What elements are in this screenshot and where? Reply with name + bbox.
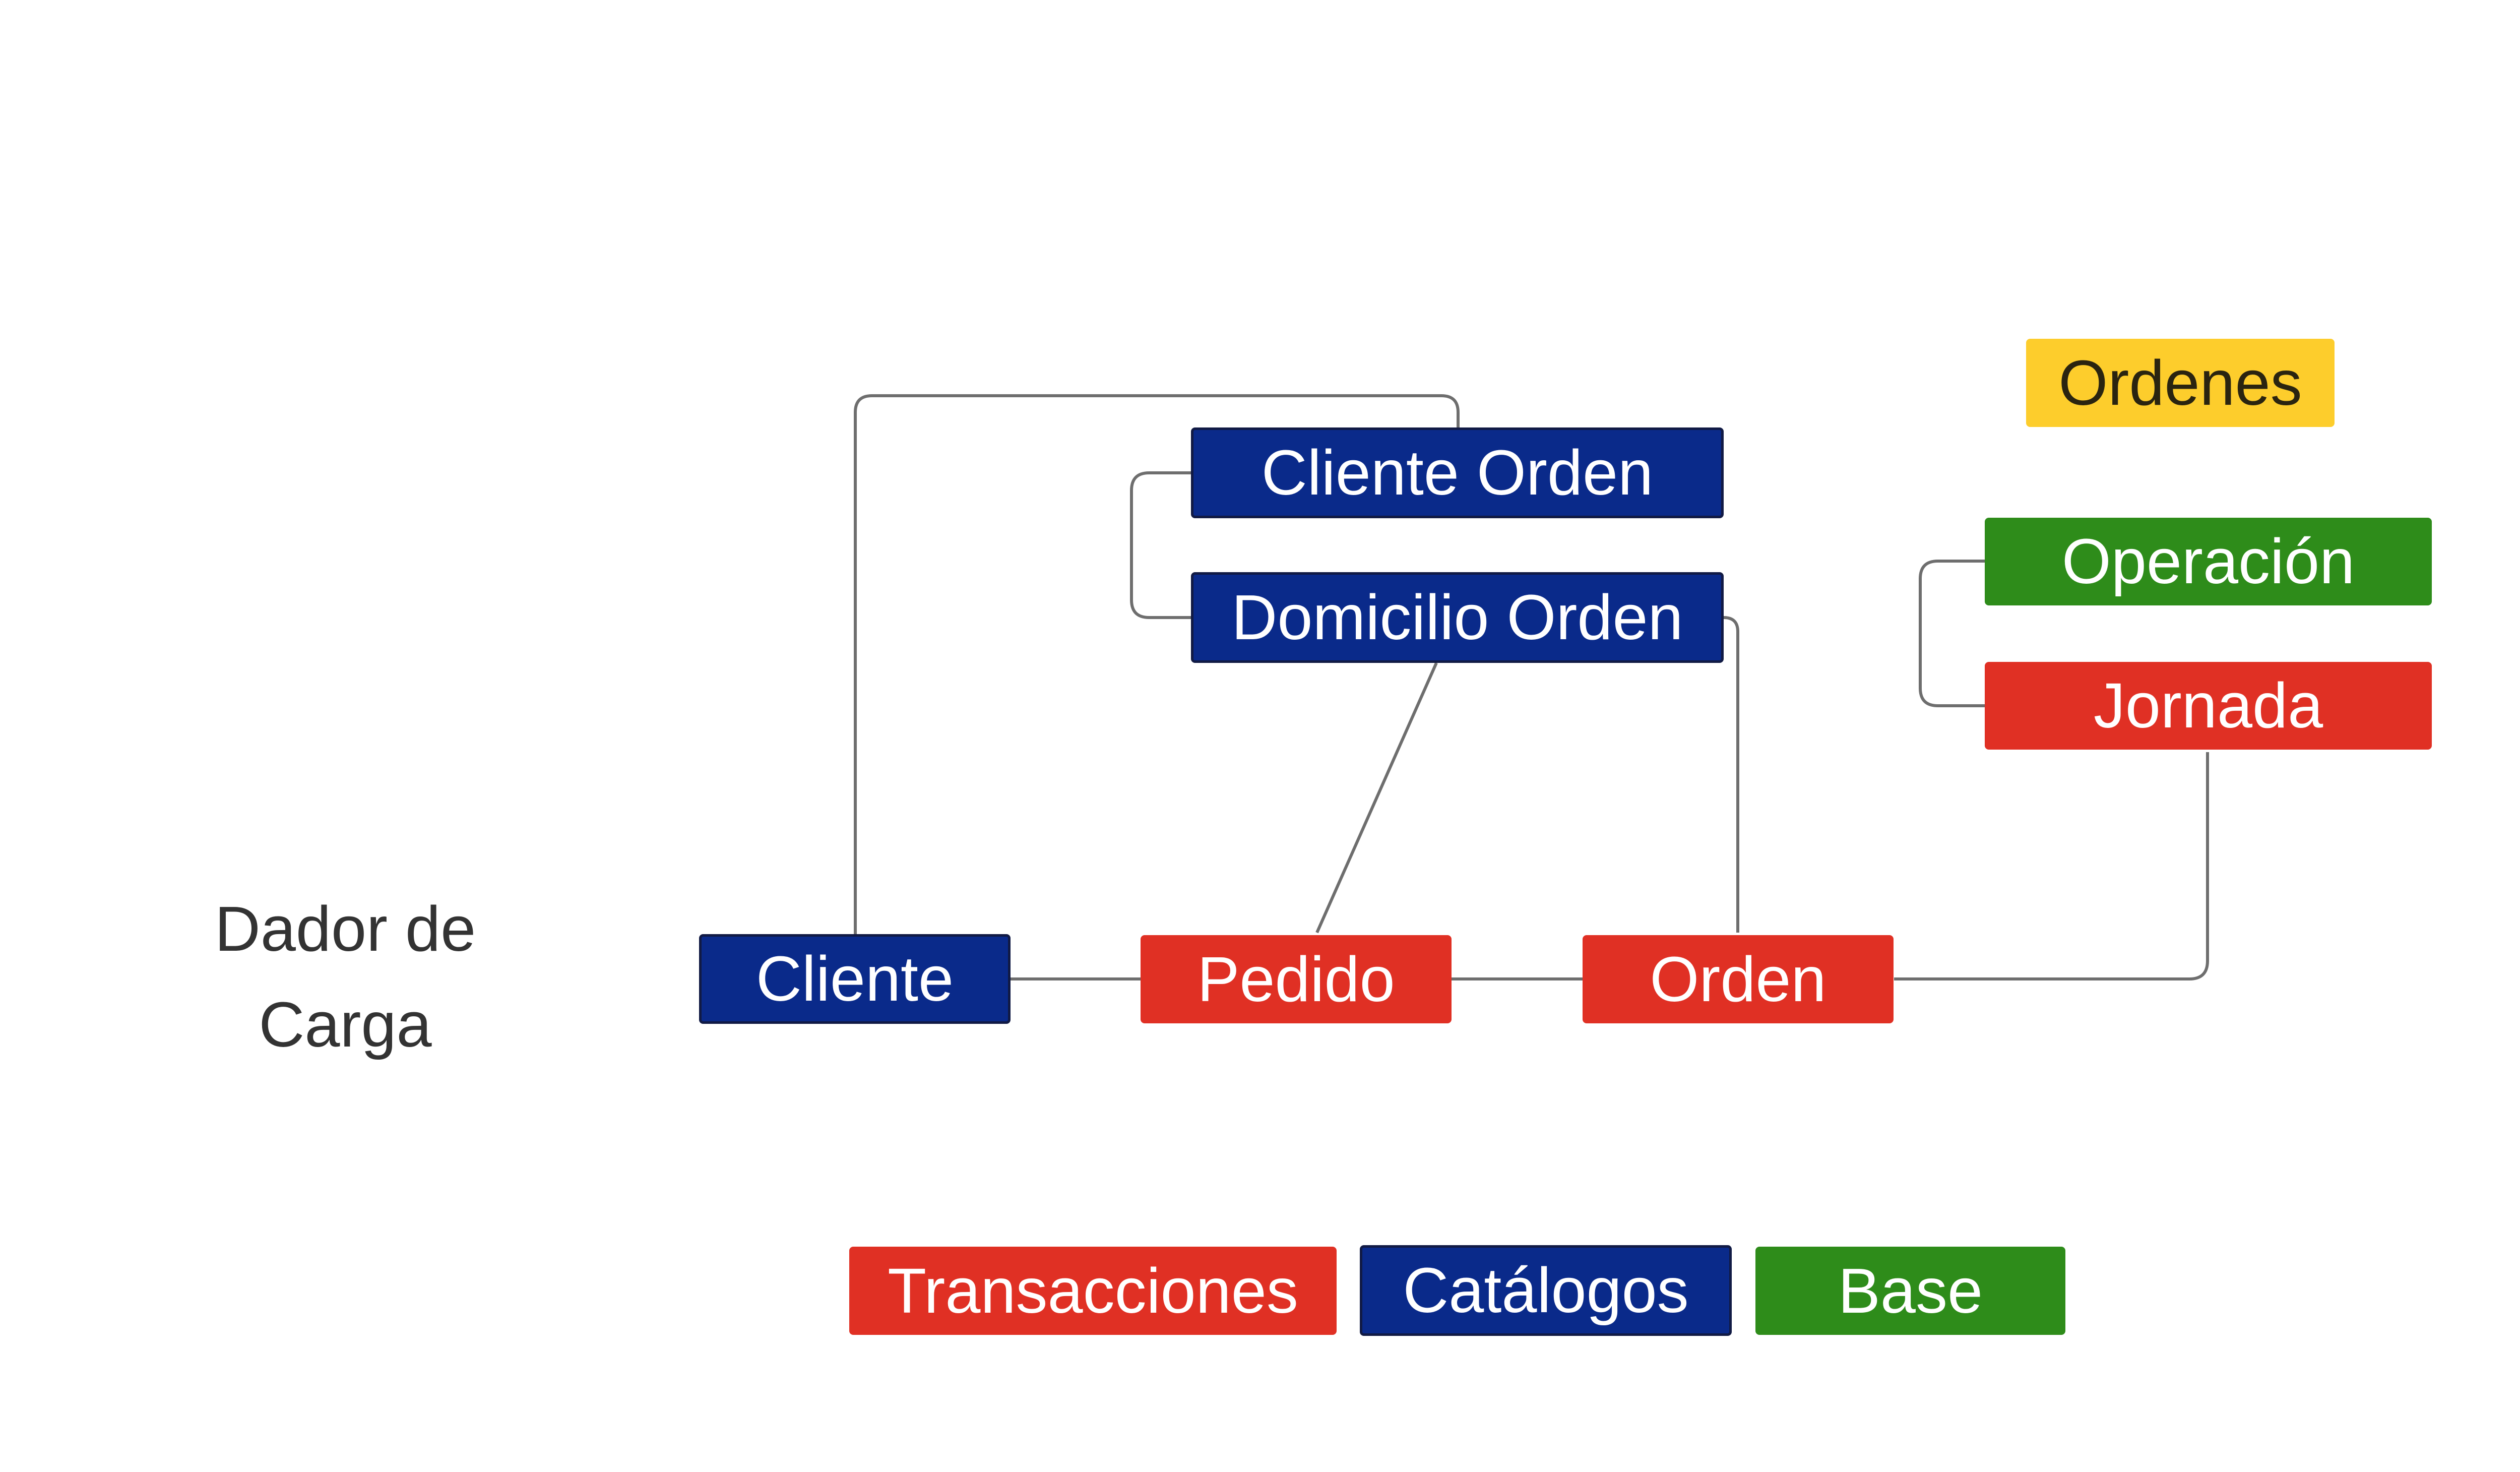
legend-catalogos: Catálogos (1360, 1245, 1732, 1336)
node-orden[interactable]: Orden (1583, 935, 1894, 1023)
side-label-line1: Dador de (214, 893, 476, 964)
node-operacion[interactable]: Operación (1985, 518, 2432, 605)
group-label-ordenes: Ordenes (2026, 339, 2335, 427)
node-cliente-orden[interactable]: Cliente Orden (1191, 427, 1724, 518)
node-pedido[interactable]: Pedido (1141, 935, 1452, 1023)
connector-cliente-cliente-orden (854, 394, 1460, 938)
node-cliente[interactable]: Cliente (699, 934, 1011, 1024)
side-label-dador-de-carga: Dador de Carga (166, 897, 524, 1057)
connector-jornada-orden (1894, 752, 2209, 980)
node-domicilio-orden[interactable]: Domicilio Orden (1191, 572, 1724, 663)
connector-operacion-jornada (1919, 560, 1985, 707)
legend-base: Base (1755, 1247, 2065, 1335)
connector-cliente-orden-domicilio-orden (1130, 471, 1191, 619)
side-label-line2: Carga (259, 989, 432, 1060)
legend-transacciones: Transacciones (849, 1247, 1337, 1335)
node-jornada[interactable]: Jornada (1985, 662, 2432, 750)
connector-domicilio-orden-pedido (1315, 662, 1438, 934)
connector-domicilio-orden-orden (1723, 616, 1739, 933)
